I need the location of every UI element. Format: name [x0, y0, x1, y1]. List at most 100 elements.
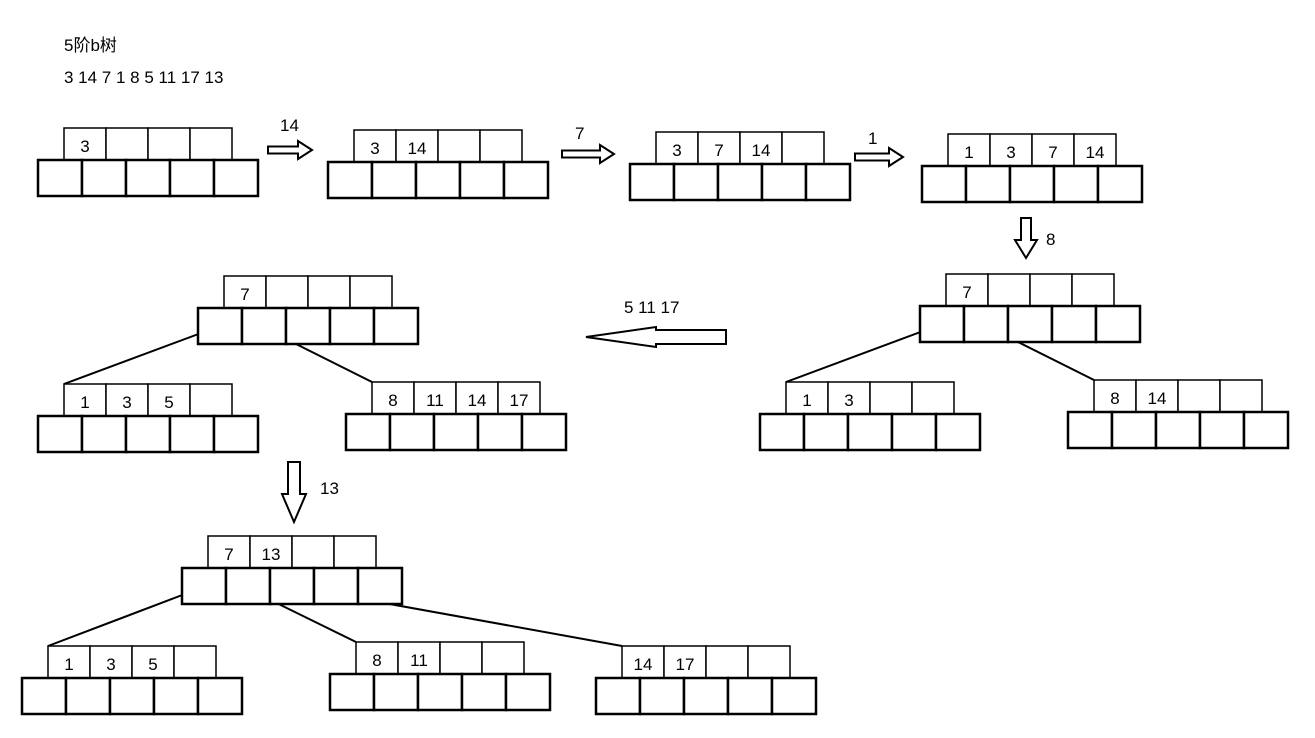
key-cell	[1073, 133, 1117, 167]
arrow-label: 5 11 17	[624, 298, 679, 317]
pointer-cell	[628, 162, 676, 202]
pointer-cell	[760, 162, 808, 202]
key-cell	[497, 381, 541, 415]
pointer-cell	[388, 412, 436, 452]
key-value: 14	[408, 139, 427, 158]
pointer-cell	[312, 566, 360, 606]
key-value: 11	[426, 391, 444, 410]
pointer-cell	[758, 412, 806, 452]
key-cell	[291, 535, 335, 569]
pointer-cell	[196, 676, 244, 716]
title: 5阶b树	[64, 36, 117, 55]
pointer-cell	[460, 672, 508, 712]
pointer-cell	[920, 164, 968, 204]
pointer-cell	[1050, 304, 1098, 344]
pointer-cell	[36, 414, 84, 454]
key-cell	[413, 381, 457, 415]
pointer-cell	[80, 158, 128, 198]
pointer-cell	[962, 304, 1010, 344]
key-cell	[439, 641, 483, 675]
key-value: 17	[676, 655, 695, 674]
key-value: 14	[1148, 389, 1167, 408]
pointer-cell	[1198, 410, 1246, 450]
key-cell	[307, 275, 351, 309]
key-cell	[1071, 273, 1115, 307]
arrow-right-icon	[854, 146, 905, 168]
key-value: 7	[962, 283, 971, 302]
key-value: 1	[964, 143, 973, 162]
pointer-cell	[716, 162, 764, 202]
key-cell	[697, 131, 741, 165]
pointer-cell	[726, 676, 774, 716]
key-value: 8	[388, 391, 397, 410]
key-cell	[189, 127, 233, 161]
arrow-down-icon	[1013, 217, 1039, 260]
key-cell	[781, 131, 825, 165]
key-value: 1	[64, 655, 73, 674]
edge-line	[47, 585, 207, 647]
arrow-right-icon	[561, 143, 616, 165]
pointer-cell	[108, 676, 156, 716]
pointer-cell	[682, 676, 730, 716]
key-cell	[173, 645, 217, 679]
key-value: 7	[240, 285, 249, 304]
pointer-cell	[240, 306, 288, 346]
key-value: 3	[1006, 143, 1015, 162]
edge-line	[785, 323, 943, 383]
key-cell	[1029, 273, 1073, 307]
key-cell	[1031, 133, 1075, 167]
key-cell	[1219, 379, 1263, 413]
pointer-cell	[432, 412, 480, 452]
pointer-cell	[1066, 410, 1114, 450]
pointer-cell	[918, 304, 966, 344]
pointer-cell	[344, 412, 392, 452]
key-cell	[987, 273, 1031, 307]
pointer-cell	[124, 414, 172, 454]
pointer-cell	[64, 676, 112, 716]
key-value: 3	[370, 139, 379, 158]
key-cell	[63, 383, 107, 417]
key-value: 14	[1086, 143, 1105, 162]
key-cell	[349, 275, 393, 309]
pointer-cell	[416, 672, 464, 712]
pointer-cell	[212, 414, 260, 454]
pointer-cell	[846, 412, 894, 452]
pointer-cell	[594, 676, 642, 716]
key-value: 13	[262, 545, 281, 564]
pointer-cell	[356, 566, 404, 606]
pointer-cell	[520, 412, 568, 452]
key-cell	[869, 381, 913, 415]
key-value: 14	[752, 141, 771, 160]
pointer-cell	[328, 672, 376, 712]
arrow-left-icon	[585, 325, 727, 349]
pointer-cell	[804, 162, 852, 202]
key-value: 1	[802, 391, 811, 410]
pointer-cell	[268, 566, 316, 606]
key-cell	[189, 383, 233, 417]
pointer-cell	[1096, 164, 1144, 204]
key-cell	[47, 645, 91, 679]
key-value: 3	[844, 391, 853, 410]
pointer-cell	[1154, 410, 1202, 450]
pointer-cell	[36, 158, 84, 198]
pointer-cell	[168, 158, 216, 198]
key-value: 3	[80, 137, 89, 156]
pointer-cell	[770, 676, 818, 716]
pointer-cell	[1052, 164, 1100, 204]
key-value: 14	[634, 655, 653, 674]
pointer-cell	[458, 160, 506, 200]
key-value: 1	[80, 393, 89, 412]
key-cell	[747, 645, 791, 679]
key-cell	[911, 381, 955, 415]
key-value: 8	[1110, 389, 1119, 408]
pointer-cell	[224, 566, 272, 606]
key-cell	[147, 127, 191, 161]
arrow-label: 8	[1046, 230, 1055, 249]
pointer-cell	[672, 162, 720, 202]
insert-sequence: 3 14 7 1 8 5 11 17 13	[64, 68, 224, 87]
pointer-cell	[1094, 304, 1142, 344]
pointer-cell	[372, 672, 420, 712]
key-cell	[105, 383, 149, 417]
pointer-cell	[370, 160, 418, 200]
